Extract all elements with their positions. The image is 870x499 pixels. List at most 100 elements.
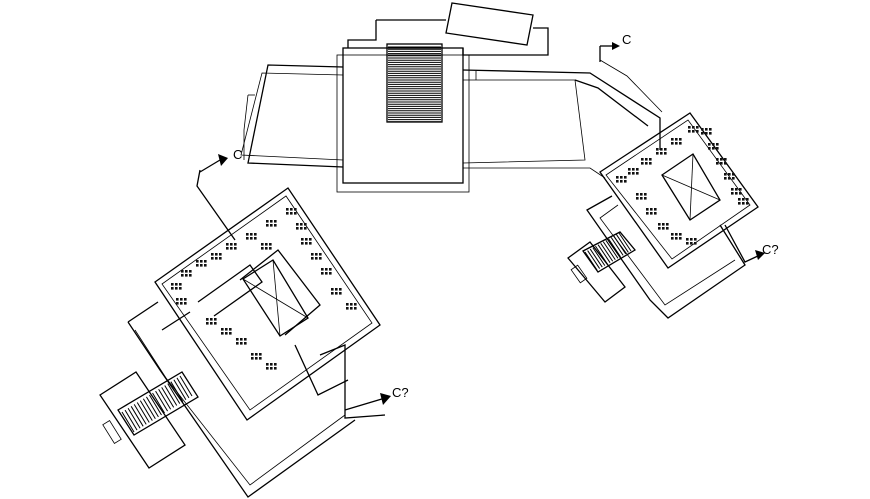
furniture-mark [296, 227, 299, 230]
furniture-mark [305, 242, 308, 245]
furniture-mark [658, 227, 661, 230]
furniture-mark [286, 208, 289, 211]
furniture-mark [735, 192, 738, 195]
right-building [567, 59, 759, 319]
section-marker-label: C [622, 32, 631, 47]
furniture-mark [225, 332, 228, 335]
section-marker-label: C [233, 147, 242, 162]
furniture-mark [211, 253, 214, 256]
hatch-line [587, 250, 601, 269]
furniture-mark [728, 173, 731, 176]
hatch-line [152, 392, 165, 414]
furniture-mark [304, 227, 307, 230]
furniture-mark [662, 227, 665, 230]
hatch-line [173, 379, 187, 401]
left-building [99, 169, 386, 498]
furniture-mark [261, 247, 264, 250]
furniture-mark [660, 148, 663, 151]
furniture-mark [732, 173, 735, 176]
furniture-mark [716, 147, 719, 150]
furniture-mark [184, 302, 187, 305]
furniture-mark [664, 148, 667, 151]
furniture-mark [309, 242, 312, 245]
furniture-mark [732, 177, 735, 180]
furniture-mark [701, 132, 704, 135]
section-marker-left: C [199, 147, 242, 173]
furniture-mark [270, 220, 273, 223]
furniture-mark [335, 292, 338, 295]
hatch-line [615, 234, 629, 253]
furniture-mark [339, 288, 342, 291]
furniture-mark [321, 272, 324, 275]
furniture-mark [641, 158, 644, 161]
furniture-mark [346, 307, 349, 310]
furniture-mark [650, 208, 653, 211]
furniture-mark [290, 208, 293, 211]
furniture-mark [724, 162, 727, 165]
furniture-mark [325, 272, 328, 275]
furniture-mark [738, 198, 741, 201]
furniture-mark [300, 227, 303, 230]
furniture-mark [731, 192, 734, 195]
furniture-mark [671, 233, 674, 236]
furniture-mark [628, 172, 631, 175]
hatch-line [592, 247, 606, 266]
furniture-mark [274, 220, 277, 223]
furniture-mark [226, 243, 229, 246]
furniture-mark [286, 212, 289, 215]
furniture-mark [270, 224, 273, 227]
furniture-mark [274, 224, 277, 227]
furniture-mark [296, 223, 299, 226]
furniture-mark [705, 132, 708, 135]
furniture-mark [724, 173, 727, 176]
furniture-mark [620, 180, 623, 183]
furniture-mark [720, 158, 723, 161]
furniture-mark [270, 367, 273, 370]
furniture-mark [179, 283, 182, 286]
hatch-line [589, 248, 603, 268]
right-stair-hatching [584, 232, 632, 271]
furniture-mark [204, 260, 207, 263]
furniture-mark [230, 247, 233, 250]
hatch-line [133, 404, 147, 425]
furniture-mark [675, 237, 678, 240]
furniture-mark [331, 292, 334, 295]
furniture-mark [692, 126, 695, 129]
furniture-mark [675, 138, 678, 141]
furniture-mark [679, 237, 682, 240]
furniture-mark [226, 247, 229, 250]
furniture-mark [215, 257, 218, 260]
furniture-mark [724, 177, 727, 180]
furniture-mark [269, 247, 272, 250]
furniture-mark [244, 338, 247, 341]
furniture-mark [742, 198, 745, 201]
furniture-mark [658, 223, 661, 226]
furniture-mark [259, 353, 262, 356]
furniture-mark [654, 208, 657, 211]
furniture-mark [184, 298, 187, 301]
furniture-mark [206, 318, 209, 321]
furniture-mark [196, 260, 199, 263]
furniture-mark [709, 132, 712, 135]
furniture-mark [636, 172, 639, 175]
furniture-mark [230, 243, 233, 246]
furniture-mark [354, 307, 357, 310]
furniture-mark [644, 197, 647, 200]
furniture-mark [176, 302, 179, 305]
furniture-mark [624, 176, 627, 179]
furniture-mark [236, 342, 239, 345]
section-marker-label: C? [762, 242, 779, 257]
furniture-mark [311, 257, 314, 260]
furniture-mark [274, 363, 277, 366]
furniture-mark [210, 318, 213, 321]
furniture-mark [644, 193, 647, 196]
furniture-mark [649, 162, 652, 165]
furniture-mark [628, 168, 631, 171]
furniture-mark [244, 342, 247, 345]
hatch-line [155, 390, 169, 412]
furniture-mark [301, 238, 304, 241]
furniture-mark [200, 260, 203, 263]
furniture-mark [254, 233, 257, 236]
furniture-mark [632, 168, 635, 171]
